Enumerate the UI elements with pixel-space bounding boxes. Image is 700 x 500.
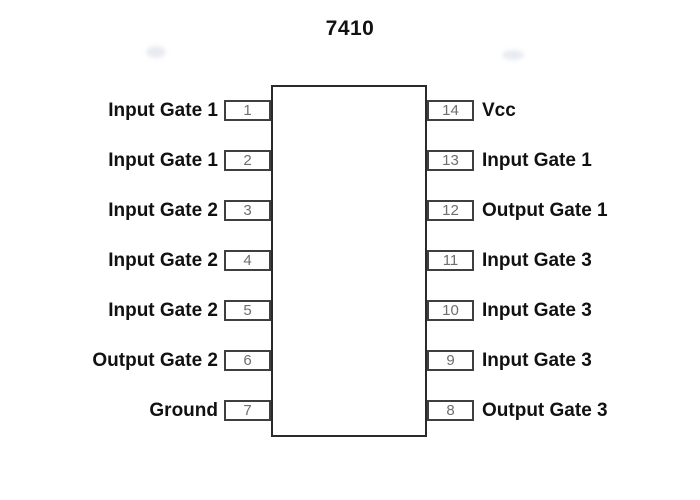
pin-number: 12 bbox=[442, 202, 459, 219]
pin-number: 7 bbox=[243, 402, 252, 419]
pin-label: Input Gate 1 bbox=[108, 150, 218, 171]
pin-number: 13 bbox=[442, 152, 459, 169]
pin-number-box: 11 bbox=[427, 250, 474, 271]
pin-row-4: Input Gate 2 4 bbox=[0, 250, 271, 271]
pin-label: Vcc bbox=[482, 100, 516, 121]
pin-label: Input Gate 1 bbox=[482, 150, 592, 171]
pin-label: Input Gate 2 bbox=[108, 250, 218, 271]
pin-number-box: 2 bbox=[224, 150, 271, 171]
pin-number: 2 bbox=[243, 152, 252, 169]
pin-label: Ground bbox=[149, 400, 218, 421]
pin-number: 8 bbox=[446, 402, 455, 419]
pin-row-8: 8 Output Gate 3 bbox=[427, 400, 700, 421]
pin-number-box: 7 bbox=[224, 400, 271, 421]
pin-number-box: 8 bbox=[427, 400, 474, 421]
pin-row-1: Input Gate 1 1 bbox=[0, 100, 271, 121]
pin-number: 5 bbox=[243, 302, 252, 319]
pin-number-box: 1 bbox=[224, 100, 271, 121]
pin-number: 3 bbox=[243, 202, 252, 219]
pin-row-3: Input Gate 2 3 bbox=[0, 200, 271, 221]
pin-number: 6 bbox=[243, 352, 252, 369]
pin-row-5: Input Gate 2 5 bbox=[0, 300, 271, 321]
pin-number-box: 5 bbox=[224, 300, 271, 321]
pin-number-box: 3 bbox=[224, 200, 271, 221]
pin-label: Input Gate 3 bbox=[482, 350, 592, 371]
pin-label: Output Gate 1 bbox=[482, 200, 608, 221]
chip-title: 7410 bbox=[325, 17, 375, 40]
pin-number: 1 bbox=[243, 102, 252, 119]
pin-number: 10 bbox=[442, 302, 459, 319]
pin-number: 4 bbox=[243, 252, 252, 269]
pin-number-box: 13 bbox=[427, 150, 474, 171]
pin-label: Input Gate 2 bbox=[108, 300, 218, 321]
pin-row-7: Ground 7 bbox=[0, 400, 271, 421]
pin-row-6: Output Gate 2 6 bbox=[0, 350, 271, 371]
pin-number: 14 bbox=[442, 102, 459, 119]
pin-number-box: 14 bbox=[427, 100, 474, 121]
pin-label: Input Gate 3 bbox=[482, 250, 592, 271]
pin-number: 11 bbox=[442, 252, 459, 269]
pin-row-2: Input Gate 1 2 bbox=[0, 150, 271, 171]
faint-smudge-artifact bbox=[502, 50, 524, 60]
pin-number: 9 bbox=[446, 352, 455, 369]
pin-label: Output Gate 2 bbox=[92, 350, 218, 371]
pin-row-13: 13 Input Gate 1 bbox=[427, 150, 700, 171]
pin-row-12: 12 Output Gate 1 bbox=[427, 200, 700, 221]
pin-label: Input Gate 2 bbox=[108, 200, 218, 221]
pin-row-11: 11 Input Gate 3 bbox=[427, 250, 700, 271]
faint-smudge-artifact bbox=[146, 46, 166, 58]
pin-number-box: 10 bbox=[427, 300, 474, 321]
pin-label: Input Gate 1 bbox=[108, 100, 218, 121]
pin-number-box: 9 bbox=[427, 350, 474, 371]
pin-number-box: 12 bbox=[427, 200, 474, 221]
pin-number-box: 4 bbox=[224, 250, 271, 271]
pin-number-box: 6 bbox=[224, 350, 271, 371]
pin-label: Output Gate 3 bbox=[482, 400, 608, 421]
pin-row-9: 9 Input Gate 3 bbox=[427, 350, 700, 371]
pin-row-10: 10 Input Gate 3 bbox=[427, 300, 700, 321]
pin-row-14: 14 Vcc bbox=[427, 100, 700, 121]
pin-label: Input Gate 3 bbox=[482, 300, 592, 321]
ic-package-body bbox=[271, 85, 427, 437]
